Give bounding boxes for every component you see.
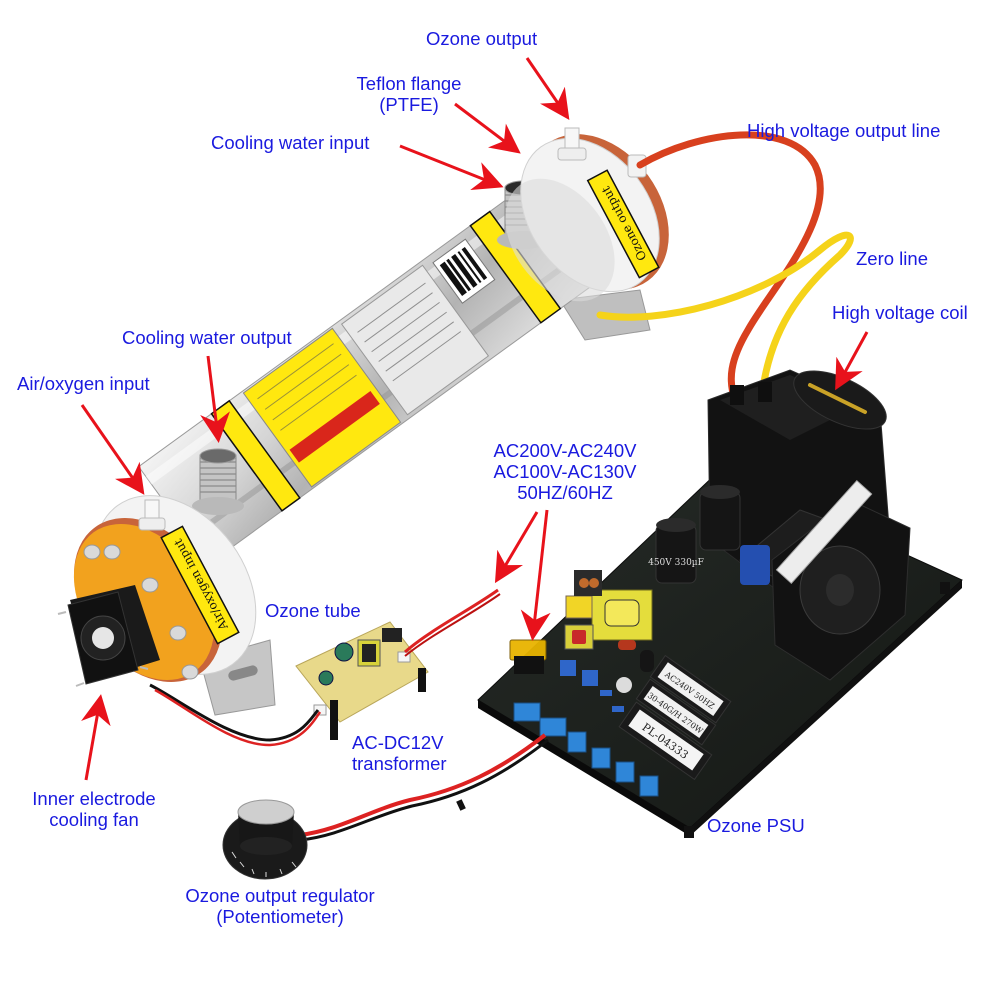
ac-input-terminal[interactable] [513,702,541,722]
label-teflon-flange-line1: Teflon flange [356,73,462,94]
spec-sticker [340,264,490,416]
zero-line-wire [596,231,854,399]
psu-terminal-blocks[interactable] [513,702,659,797]
potentiometer-knob[interactable] [222,799,308,880]
hv-coil-terminal [808,383,867,414]
arrow-cooling-water-output [200,355,230,443]
label-high-voltage-coil: High voltage coil [832,302,968,323]
fan-power-wire [149,683,320,742]
label-regulator-line1: Ozone output regulator [185,885,375,906]
teflon-flange-top: Ozone output [505,127,669,302]
ac-dc-transformer-board [295,621,429,740]
warning-sticker [242,327,402,488]
air-oxygen-input-sticker [160,525,240,645]
potentiometer-terminal[interactable] [539,717,567,737]
label-ac-input-line3: 50HZ/60HZ [517,482,613,503]
inner-electrode-cooling-fan [57,585,160,687]
arrow-air-oxygen-input [80,404,145,495]
psu-fan-sticker [775,479,873,584]
label-teflon-flange: Teflon flange (PTFE) [334,73,484,115]
label-ac-dc-line1: AC-DC12V [352,732,444,753]
label-teflon-flange-line2: (PTFE) [379,94,439,115]
label-cooling-water-input: Cooling water input [211,132,370,153]
ozone-psu-board: 450V 330µF [477,369,963,838]
psu-cooling-fan [739,479,911,681]
capacitors: 450V 330µF [648,485,741,584]
label-ozone-tube: Ozone tube [265,600,361,621]
label-inner-electrode-cooling-fan: Inner electrode cooling fan [14,788,174,830]
psu-small-components [560,640,662,712]
label-ozone-psu: Ozone PSU [707,815,805,836]
high-voltage-output-wire [636,131,824,404]
label-ac-input-spec: AC200V-AC240V AC100V-AC130V 50HZ/60HZ [470,440,660,503]
label-ac-input-line1: AC200V-AC240V [493,440,637,461]
callout-arrows [80,57,869,781]
label-ac-input-line2: AC100V-AC130V [493,461,637,482]
label-inner-fan-line2: cooling fan [49,809,139,830]
label-zero-line: Zero line [856,248,928,269]
cooling-water-sticker-bottom [210,399,301,512]
arrow-teflon-flange [454,102,521,154]
ozone-output-sticker [586,169,660,279]
arrow-ac-input-transformer [494,511,539,584]
label-high-voltage-output-line: High voltage output line [747,120,941,141]
arrow-ozone-output [525,57,570,120]
potentiometer-wire [299,733,547,837]
arrow-inner-electrode-fan [81,694,111,781]
label-inner-fan-line1: Inner electrode [32,788,156,809]
label-ac-dc-line2: transformer [352,753,447,774]
label-air-oxygen-input: Air/oxygen input [17,373,150,394]
arrow-ac-input-psu [520,509,551,641]
arrow-high-voltage-coil [835,331,869,391]
arrow-cooling-water-input [399,144,504,191]
ac-input-wire-transformer [404,588,499,654]
label-ac-dc-transformer: AC-DC12V transformer [352,732,447,774]
label-ozone-output-regulator: Ozone output regulator (Potentiometer) [165,885,395,927]
capacitor-rating: 450V 330µF [648,558,704,568]
label-regulator-line2: (Potentiometer) [216,906,344,927]
ozone-tube: Ozone output Air [57,127,669,716]
label-ozone-output: Ozone output [426,28,538,49]
label-cooling-water-output: Cooling water output [122,327,292,348]
cooling-water-output-port [192,448,244,515]
